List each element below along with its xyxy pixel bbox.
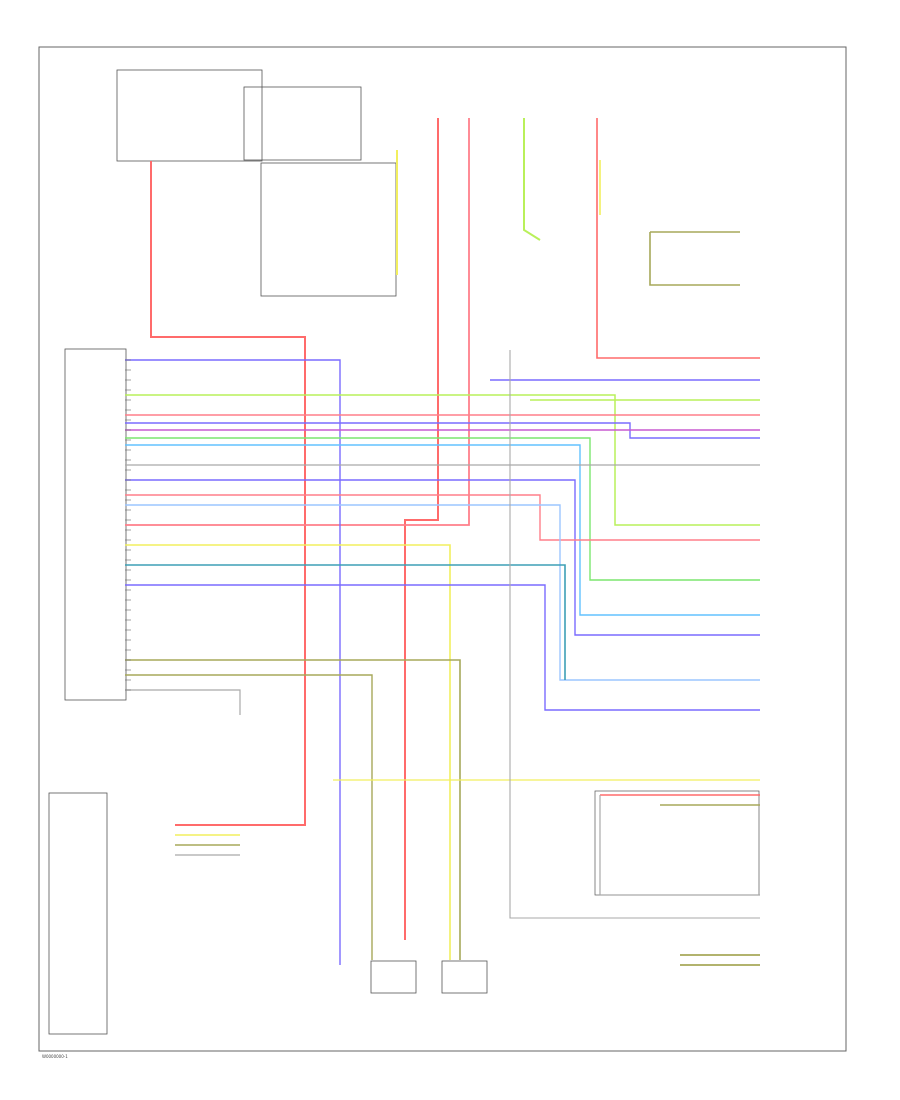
wire-gray-2 [125, 689, 241, 715]
fuse-box-left [116, 69, 263, 162]
wire-blue-3 [125, 479, 760, 636]
wire-blue-5 [125, 584, 760, 711]
wire-cyan-1 [125, 444, 760, 616]
wire-red-top-right [596, 118, 760, 359]
wire-gray-brake [599, 795, 760, 896]
right-actuator-box [441, 960, 488, 994]
wire-olive-right-2 [649, 232, 740, 286]
left-actuator-box [370, 960, 417, 994]
relay-area [260, 162, 397, 297]
wire-red-3 [125, 494, 760, 541]
wire-blue-4 [125, 504, 760, 681]
terminal-ticks [125, 359, 131, 691]
wire-blue-1 [125, 359, 341, 965]
wire-green-1 [125, 394, 760, 526]
wire-yellow-green-fuse [523, 118, 541, 241]
wire-lime-1 [125, 437, 760, 581]
brake-switch-area [594, 790, 760, 896]
footer-code: W0000000-1 [42, 1054, 68, 1059]
wire-red-feed [150, 161, 306, 826]
wire-olive-2 [125, 674, 373, 960]
wire-gray-bottom [509, 350, 760, 919]
instrument-cluster-box [48, 792, 108, 1035]
wire-red-fuse-2 [404, 118, 439, 940]
control-module-box [64, 348, 127, 701]
fuse-box-middle [243, 86, 362, 161]
wire-red-fuse-3 [125, 118, 470, 526]
wire-teal-1 [125, 564, 566, 680]
wire-yellow-2 [125, 544, 451, 960]
wire-olive-1 [125, 659, 461, 960]
wires [125, 118, 760, 966]
diagram-frame [38, 46, 847, 1052]
